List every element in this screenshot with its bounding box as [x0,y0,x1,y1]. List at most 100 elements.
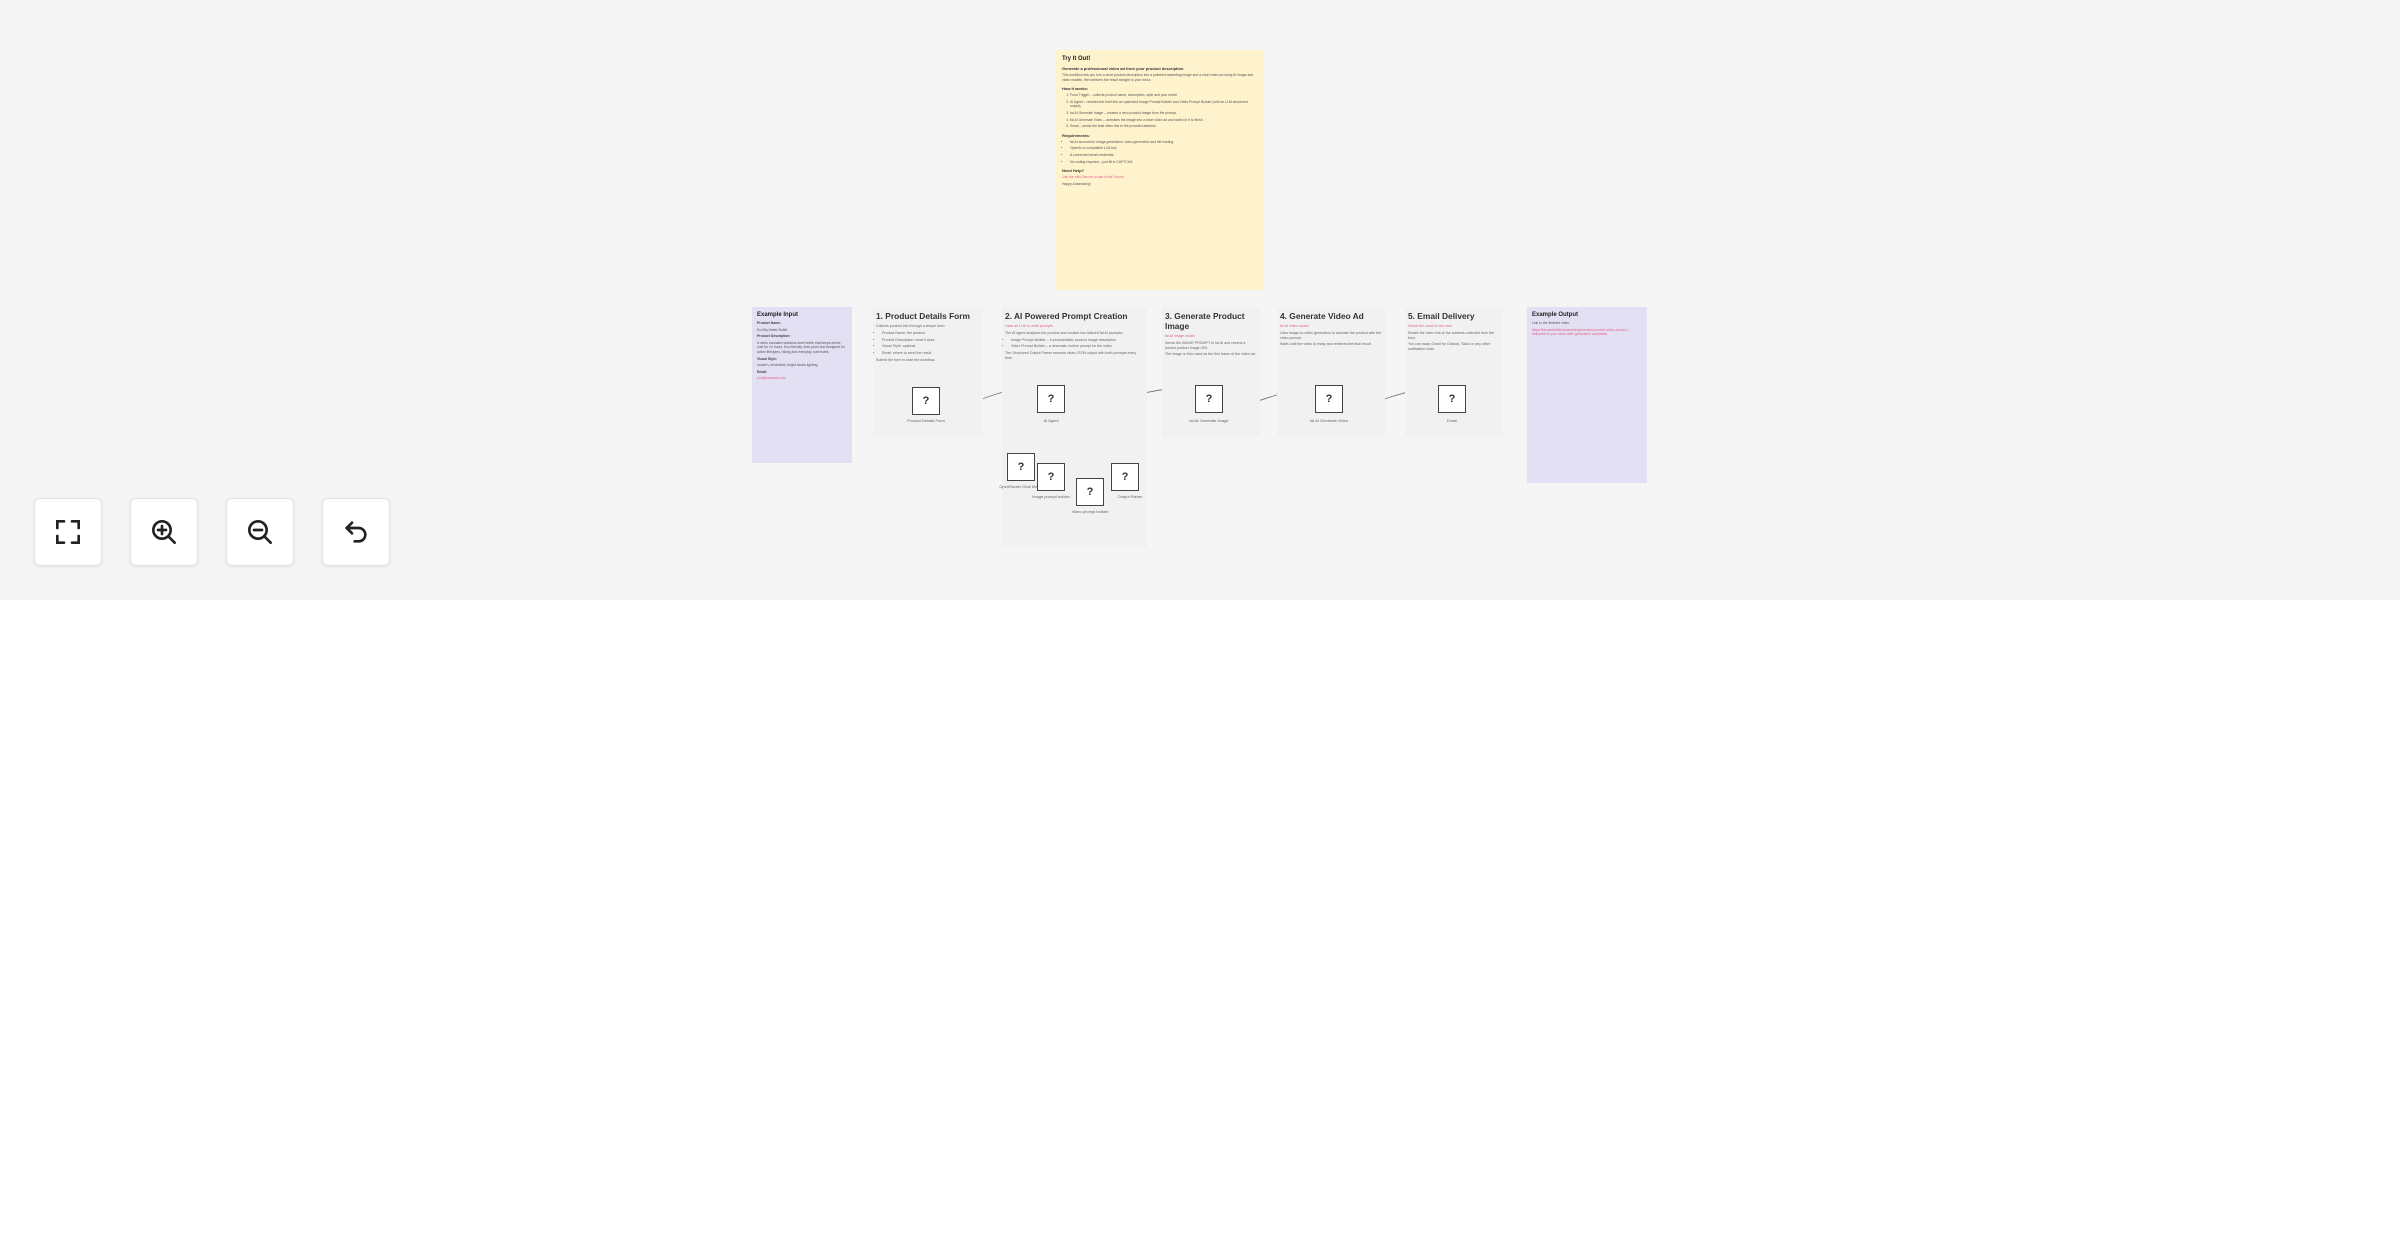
step-item: Email – sends the final video link to th… [1070,124,1258,129]
node-image-prompt-builder[interactable]: ? [1037,463,1065,491]
node-label: fal.AI Generate Image [1189,418,1229,423]
output-note-title: Example Output [1532,312,1579,318]
section-form[interactable]: 1. Product Details Form Collects product… [873,307,983,437]
input-field-label: Product Description: [757,334,791,339]
section-title: 3. Generate Product Image [1165,311,1245,331]
node-generate-video[interactable]: ? [1315,385,1343,413]
node-video-prompt-builder[interactable]: ? [1076,478,1104,506]
node-ai-agent[interactable]: ? [1037,385,1065,413]
requirement-item: fal.AI account for image generation, vid… [1070,140,1258,145]
goal-subtitle: Generate a professional video ad from yo… [1062,66,1185,71]
zoom-out-icon [248,520,272,544]
section-title: 5. Email Delivery [1408,311,1475,321]
node-label: Email [1446,418,1458,423]
section-generate-video[interactable]: 4. Generate Video Ad fal.AI video model … [1277,307,1385,437]
fullscreen-icon [56,520,80,544]
example-input-note[interactable]: Example Input Product Name: EcoSip Water… [752,307,852,463]
node-label: Output Parser [1117,494,1143,499]
section-generate-image[interactable]: 3. Generate Product Image fal.AI image m… [1162,307,1260,437]
unknown-node-icon: ? [1205,393,1213,405]
requirements-heading: Requirements: [1062,132,1091,138]
step-item: Form Trigger – collects product name, de… [1070,93,1258,98]
section-footer: Submit the form to start the workflow. [876,357,936,362]
unknown-node-icon: ? [1325,393,1333,405]
section-title: 2. AI Powered Prompt Creation [1005,311,1128,321]
section-title: 4. Generate Video Ad [1280,311,1364,321]
section-tagline: Uses an LLM to write prompts [1005,324,1053,328]
node-label: fal.AI Generate Video [1309,418,1349,423]
section-bullet: Visual Style: optional [882,344,980,349]
undo-button[interactable] [322,498,390,566]
node-label: AI Agent [1043,418,1059,423]
input-field-value: you@example.com [757,376,787,381]
section-tagline: fal.AI image model [1165,334,1195,338]
section-body: Emails the video link to the address col… [1408,330,1494,340]
unknown-node-icon: ? [1086,486,1094,498]
input-field-label: Visual Style: [757,356,778,361]
steps-list: Form Trigger – collects product name, de… [1062,93,1258,129]
zoom-out-button[interactable] [226,498,294,566]
section-body: Waits until the video is ready and retri… [1280,342,1372,347]
requirements-list: fal.AI account for image generation, vid… [1062,140,1258,164]
unknown-node-icon: ? [1047,471,1055,483]
unknown-node-icon: ? [1448,393,1456,405]
goal-title: Try It Out! [1062,56,1091,62]
section-body: The image is then used as the first fram… [1165,352,1256,357]
node-label: Video prompt builder [1071,509,1109,514]
help-heading: Need Help? [1062,168,1085,174]
output-link[interactable]: https://fal.media/files/example/generate… [1532,327,1630,337]
input-field-value: A sleek insulated stainless steel bottle… [757,340,845,354]
section-body: Sends the IMAGE PROMPT to fal.AI and ret… [1165,340,1246,350]
section-body: You can swap Gmail for Outlook, Slack or… [1408,342,1491,352]
node-label: OpenRouter Chat Model [999,484,1043,489]
unknown-node-icon: ? [1017,461,1025,473]
input-note-title: Example Input [757,312,799,318]
requirement-item: OpenAI or compatible LLM key [1070,146,1258,151]
section-bullet: Image Prompt Builder – a photorealistic … [1011,338,1144,343]
section-body: Collects product info through a simple f… [876,324,946,328]
zoom-in-button[interactable] [130,498,198,566]
unknown-node-icon: ? [1047,393,1055,405]
input-field-value: EcoSip Water Bottle [757,327,788,332]
section-title: 1. Product Details Form [876,311,971,321]
unknown-node-icon: ? [922,395,930,407]
step-item: fal.AI Generate Video – animates the ima… [1070,118,1258,123]
section-body: Uses image-to-video generation to animat… [1280,330,1382,340]
input-field-label: Email: [757,369,768,374]
node-label: Image prompt builder [1032,494,1070,499]
node-label: Product Details Form [907,418,945,423]
requirement-item: A connected email credential [1070,153,1258,158]
input-field-label: Product Name: [757,321,782,325]
section-bullet: Product Description: what it does [882,338,980,343]
node-output-parser[interactable]: ? [1111,463,1139,491]
help-link[interactable]: Join the n8n Discord or ask in the Forum… [1062,175,1125,180]
sign-off: Happy Automating! [1062,181,1091,186]
section-bullet: Product Name: the product [882,331,980,336]
output-line: Link to the finished video [1532,321,1570,325]
node-form-trigger[interactable]: ? [912,387,940,415]
undo-icon [345,521,367,543]
section-email-delivery[interactable]: 5. Email Delivery Sends the result to th… [1405,307,1503,437]
section-prompt-creation[interactable]: 2. AI Powered Prompt Creation Uses an LL… [1002,307,1147,547]
goal-intro: This workflow lets you turn a short prod… [1062,73,1254,82]
how-it-works-heading: How it works: [1062,86,1089,92]
goal-sticky-note[interactable]: Try It Out! Generate a professional vide… [1056,50,1264,290]
section-bullets: Product Name: the product Product Descri… [876,331,980,356]
section-bullet: Video Prompt Builder – a cinematic motio… [1011,344,1144,349]
section-footer: The Structured Output Parser ensures cle… [1005,351,1137,360]
node-chat-model[interactable]: ? [1007,453,1035,481]
zoom-in-icon [152,520,176,544]
workflow-canvas[interactable]: Try It Out! Generate a professional vide… [0,0,2400,600]
section-bullets: Image Prompt Builder – a photorealistic … [1005,338,1144,350]
fit-view-button[interactable] [34,498,102,566]
step-item: fal.AI Generate Image – creates a hero p… [1070,111,1258,116]
node-email[interactable]: ? [1438,385,1466,413]
section-bullet: Email: where to send the result [882,351,980,356]
requirement-item: No coding required – just fill in CAPTCH… [1070,160,1258,165]
section-tagline: fal.AI video model [1280,324,1309,328]
section-body: The AI agent analyses the product and cr… [1005,330,1123,335]
section-tagline: Sends the result to the user [1408,324,1452,328]
node-generate-image[interactable]: ? [1195,385,1223,413]
input-field-value: modern, minimalist, bright studio lighti… [757,363,818,368]
example-output-note[interactable]: Example Output Link to the finished vide… [1527,307,1647,483]
